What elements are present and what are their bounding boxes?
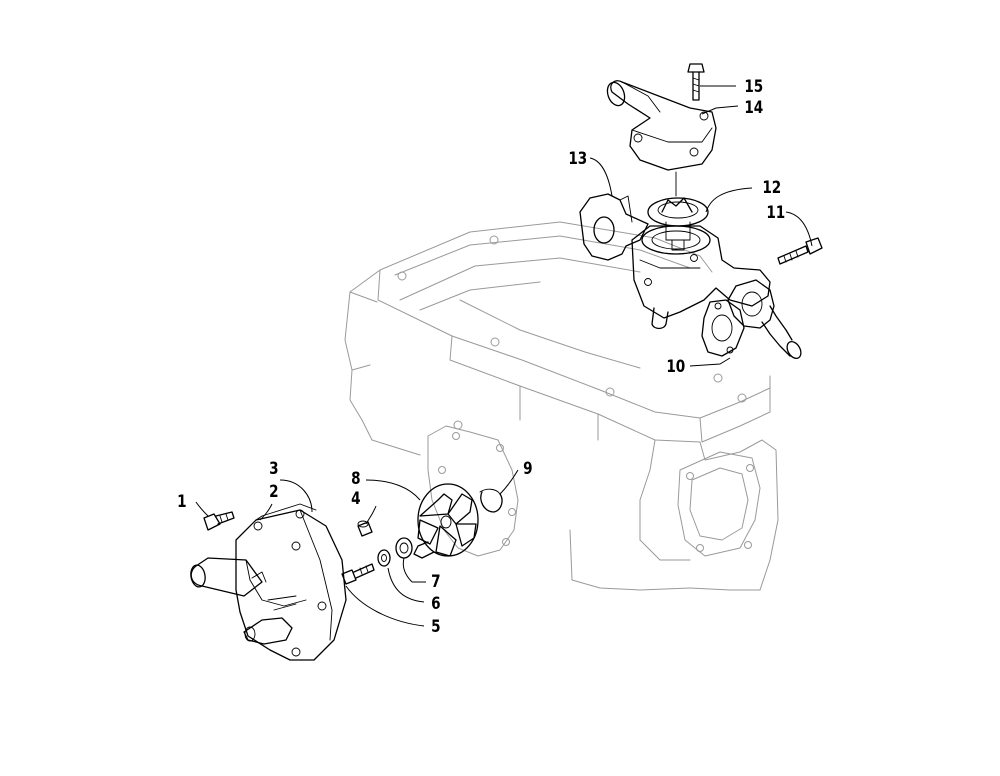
callout-7: 7 bbox=[431, 572, 440, 592]
callout-1: 1 bbox=[177, 492, 186, 512]
callout-10: 10 bbox=[666, 357, 685, 377]
callout-6: 6 bbox=[431, 594, 440, 614]
callout-2: 2 bbox=[269, 482, 278, 502]
water-pump-cover bbox=[190, 503, 347, 661]
callout-labels: 1 2 3 4 5 6 7 8 9 10 11 12 13 14 15 bbox=[177, 77, 785, 637]
callout-9: 9 bbox=[523, 459, 532, 479]
bolt-11 bbox=[777, 237, 823, 265]
leader-lines bbox=[195, 85, 813, 627]
impeller bbox=[413, 483, 479, 559]
outlet-flange-13 bbox=[579, 193, 649, 261]
dowel-pin bbox=[357, 520, 373, 537]
bolt-5 bbox=[341, 563, 375, 585]
callout-3: 3 bbox=[269, 459, 278, 479]
engine-block bbox=[344, 221, 779, 591]
callout-15: 15 bbox=[744, 77, 763, 97]
callout-13: 13 bbox=[568, 149, 587, 169]
callout-5: 5 bbox=[431, 617, 440, 637]
callout-11: 11 bbox=[766, 203, 785, 223]
callout-14: 14 bbox=[744, 98, 763, 118]
snap-ring bbox=[479, 488, 503, 513]
callout-12: 12 bbox=[762, 178, 781, 198]
callout-4: 4 bbox=[351, 489, 360, 509]
thermostat-cover bbox=[606, 80, 717, 171]
gasket-10 bbox=[701, 299, 745, 357]
outlet-fitting bbox=[727, 279, 802, 360]
callout-8: 8 bbox=[351, 469, 360, 489]
seal bbox=[395, 537, 413, 559]
bolt-1 bbox=[203, 511, 235, 531]
washer bbox=[377, 549, 391, 567]
bolt-15 bbox=[687, 63, 705, 101]
thermostat-housing bbox=[631, 225, 771, 330]
